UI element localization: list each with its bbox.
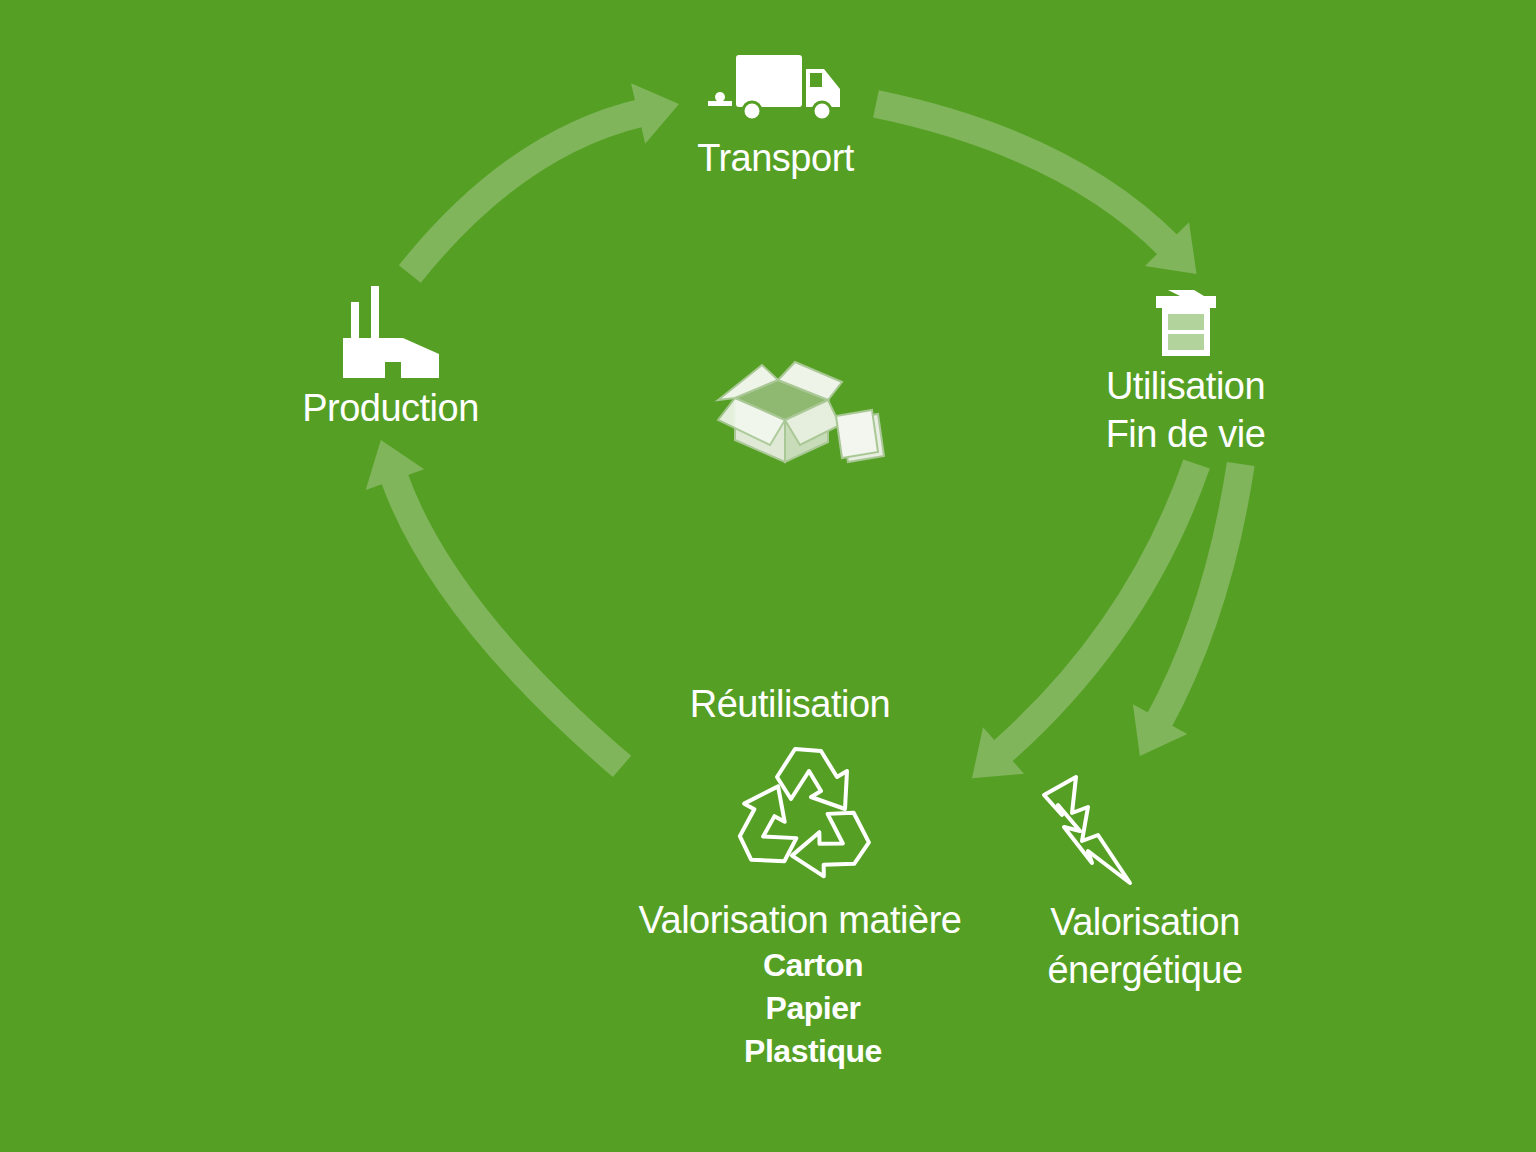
cycle-arrow [1133, 464, 1241, 756]
cycle-step: Utilisation Fin de vie [1075, 282, 1296, 458]
step-label: Production [302, 384, 479, 432]
energy-bolt-icon [1040, 771, 1140, 889]
cycle-arrow [410, 83, 679, 274]
truck-icon [706, 51, 846, 123]
arrow-shaft [1158, 464, 1241, 723]
node-icon [630, 728, 970, 896]
arrow-head [1133, 704, 1187, 756]
step-label: Réutilisation [690, 680, 891, 728]
arrow-shaft [876, 104, 1170, 247]
node-icon [962, 762, 1218, 898]
arrow-head [1145, 222, 1197, 274]
node-icon [689, 40, 862, 134]
cycle-arrow [876, 104, 1197, 274]
paper-sheets [836, 410, 884, 462]
arrow-head [972, 727, 1024, 778]
cycle-step: RéutilisationValorisation matièreCarton … [630, 680, 970, 1073]
cycle-step: Valorisation énergétique [1017, 762, 1273, 994]
open-box [718, 362, 842, 462]
cycle-arrow [972, 464, 1197, 778]
recycle-symbol [725, 737, 875, 887]
node-icon [1075, 282, 1296, 362]
step-label: Transport [697, 134, 854, 182]
cycle-step: Production [294, 280, 487, 432]
cycle-arrow [366, 440, 622, 766]
node-icon [294, 280, 487, 384]
arrow-shaft [394, 476, 622, 767]
factory-icon [341, 284, 441, 380]
printer-icon [1150, 286, 1222, 358]
arrow-head [631, 83, 679, 143]
step-label: Utilisation Fin de vie [1083, 362, 1288, 458]
cycle-step: Transport [689, 40, 862, 182]
material-list: Carton Papier Plastique [744, 944, 882, 1073]
step-label: Valorisation matière [638, 896, 961, 944]
arrow-shaft [410, 113, 642, 274]
arrow-head [366, 440, 424, 490]
step-label: Valorisation énergétique [1025, 898, 1265, 994]
